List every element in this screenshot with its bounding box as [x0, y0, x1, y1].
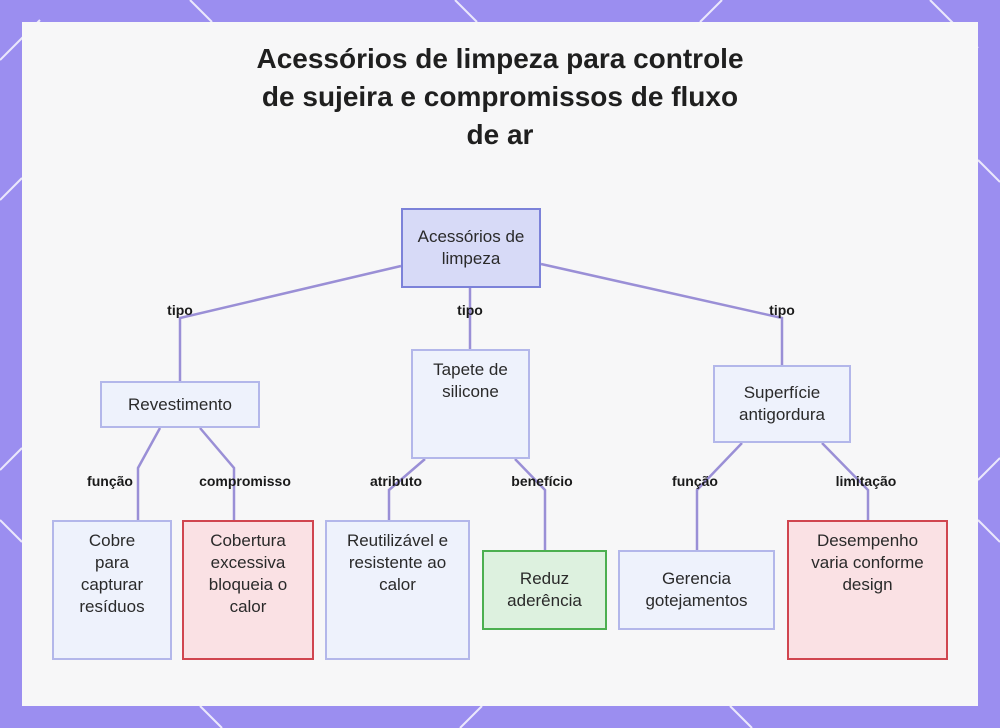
edge-root-superficie: [540, 262, 784, 365]
title-line-3: de ar: [466, 119, 534, 150]
edge-label-tipo-mid: tipo: [457, 302, 483, 318]
edge-label-atributo: atributo: [369, 473, 423, 489]
node-acessorios-de-limpeza: Acessórios de limpeza: [401, 208, 541, 288]
node-cobre-para-capturar-residuos: Cobre para capturar resíduos: [52, 520, 172, 660]
edge-revestimento-cobre: [136, 427, 162, 520]
node-cobertura-excessiva: Cobertura excessiva bloqueia o calor: [182, 520, 314, 660]
node-label: Reutilizável e resistente ao calor: [346, 531, 449, 594]
node-label: Gerencia gotejamentos: [645, 569, 748, 610]
node-label: Revestimento: [128, 394, 232, 414]
node-label: Desempenho varia conforme design: [811, 531, 924, 594]
node-tapete-de-silicone: Tapete de silicone: [411, 349, 530, 459]
node-label: Reduz aderência: [507, 569, 582, 610]
diagram-title: Acessórios de limpeza para controle de s…: [0, 40, 1000, 154]
edge-root-revestimento: [178, 264, 402, 381]
title-line-1: Acessórios de limpeza para controle: [256, 43, 744, 74]
node-label: Cobertura excessiva bloqueia o calor: [208, 531, 288, 616]
node-label: Cobre para capturar resíduos: [79, 531, 145, 616]
node-desempenho-varia: Desempenho varia conforme design: [787, 520, 948, 660]
node-label: Acessórios de limpeza: [417, 227, 525, 268]
edge-label-funcao-right: função: [672, 473, 718, 489]
edge-label-tipo-right: tipo: [769, 302, 795, 318]
edge-revestimento-cobertura: [199, 427, 236, 520]
edge-label-limitacao: limitação: [835, 473, 897, 489]
node-label: Tapete de silicone: [433, 360, 508, 401]
node-label: Superfície antigordura: [738, 383, 825, 424]
node-gerencia-gotejamentos: Gerencia gotejamentos: [618, 550, 775, 630]
edge-superficie-gerencia: [695, 442, 743, 550]
edge-label-compromisso: compromisso: [199, 473, 291, 489]
edge-tapete-reduz: [514, 458, 547, 550]
node-superficie-antigordura: Superfície antigordura: [713, 365, 851, 443]
edge-tapete-reutilizavel: [387, 458, 426, 520]
node-revestimento: Revestimento: [100, 381, 260, 428]
edge-label-tipo-left: tipo: [167, 302, 193, 318]
edge-label-beneficio: benefício: [511, 473, 573, 489]
node-reduz-aderencia: Reduz aderência: [482, 550, 607, 630]
title-line-2: de sujeira e compromissos de fluxo: [261, 81, 739, 112]
node-reutilizavel-resistente: Reutilizável e resistente ao calor: [325, 520, 470, 660]
edge-superficie-desempenho: [821, 442, 870, 520]
edge-label-funcao-left: função: [87, 473, 133, 489]
